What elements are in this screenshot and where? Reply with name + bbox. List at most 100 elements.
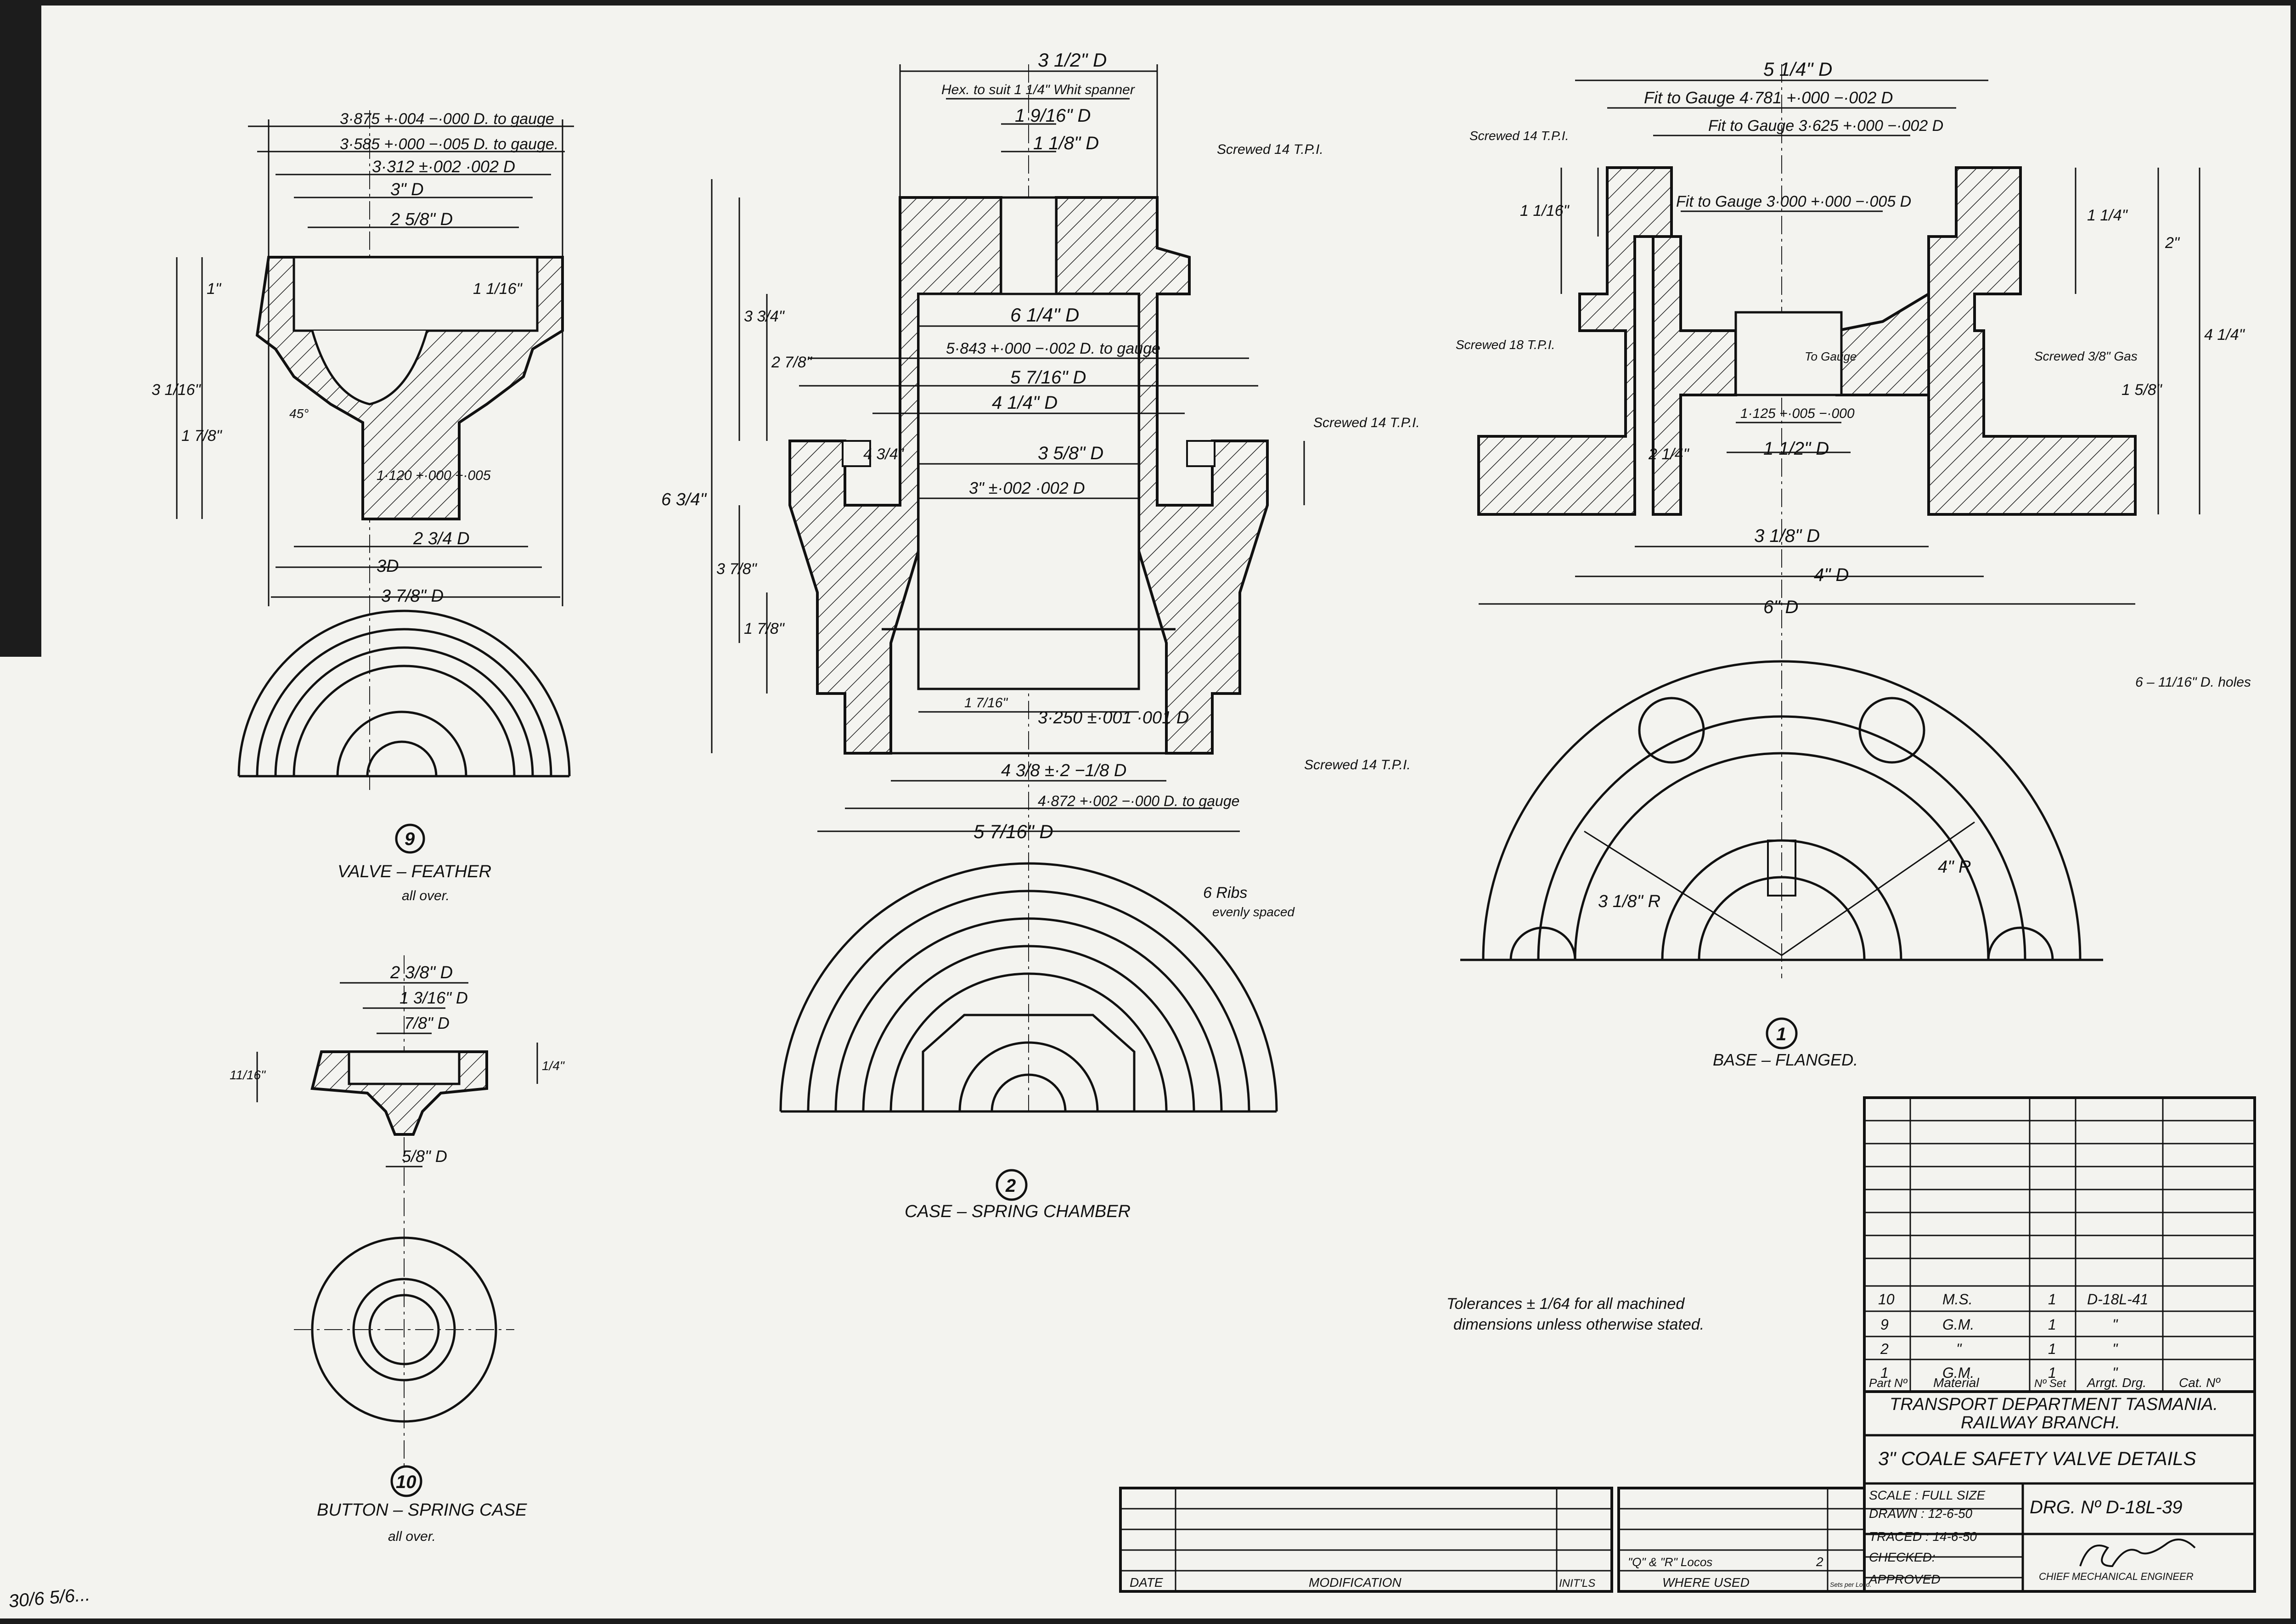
csc-dim-e: 5 7/16" D (1010, 367, 1086, 388)
bsc-number-circle (390, 1465, 422, 1497)
bf-dim-e: 1 1/2" D (1763, 439, 1829, 459)
parts-row-4-part: 1 (1880, 1365, 1889, 1381)
view-button-spring-case: 2 3/8" D 1 3/16" D 7/8" D 5/8" D 11/16" … (230, 955, 565, 1544)
csc-dim-h-e: 1 7/8" (744, 620, 785, 637)
bf-dim-c: Fit to Gauge 3·000 +·000 −·005 D (1676, 193, 1911, 210)
parts-header-set: Nº Set (2034, 1377, 2066, 1390)
vf-note: all over. (402, 888, 450, 903)
title-checked: CHECKED: (1869, 1550, 1936, 1564)
where-used-entry: "Q" & "R" Locos (1628, 1555, 1712, 1569)
parts-row-4-material: G.M. (1942, 1365, 1974, 1381)
bf-note-screwed-gas: Screwed 3/8" Gas (2034, 349, 2138, 363)
csc-dim-top: 3 1/2" D (1038, 49, 1107, 71)
csc-number-circle (996, 1169, 1028, 1201)
parts-row-1-material: M.S. (1942, 1291, 1973, 1308)
bf-dim-a: Fit to Gauge 4·781 +·000 −·002 D (1644, 88, 1893, 107)
vf-number-circle (395, 823, 425, 854)
vf-dim-d5: 2 5/8" D (390, 210, 453, 229)
signature-caption: CHIEF MECHANICAL ENGINEER (2039, 1571, 2194, 1582)
bf-dim-h-d: 1 5/8" (2122, 381, 2163, 399)
bf-dim-b: Fit to Gauge 3·625 +·000 −·002 D (1708, 117, 1943, 135)
csc-dim-h-f: 1 7/16" (964, 695, 1008, 710)
bf-dim-top: 5 1/4" D (1763, 58, 1832, 80)
csc-dim-h-c: 4 3/4" (863, 445, 905, 463)
parts-row-2-part: 9 (1880, 1316, 1889, 1333)
csc-dim-b: 1 1/8" D (1033, 133, 1099, 153)
csc-note-ribs-2: evenly spaced (1212, 905, 1295, 919)
parts-row-2-material: G.M. (1942, 1316, 1974, 1333)
bf-dim-d: 1·125 +·005 −·000 (1740, 406, 1855, 421)
vf-dim-d7: 3D (377, 557, 399, 576)
bsc-dim-h1: 11/16" (230, 1068, 266, 1082)
csc-dim-g: 3 5/8" D (1038, 443, 1103, 463)
rev-header-initials: INIT'LS (1559, 1577, 1595, 1590)
parts-row-1-arrgt: D-18L-41 (2087, 1291, 2148, 1308)
dark-border-left (0, 0, 41, 657)
tolerance-note-line1: Tolerances ± 1/64 for all machined (1446, 1295, 1685, 1313)
sets-entry: 2 (1816, 1555, 1823, 1569)
vf-dim-d1: 3·875 +·004 −·000 D. to gauge (340, 110, 554, 128)
bf-dim-h-c: 4 1/4" (2204, 326, 2245, 344)
parts-header-part: Part Nº (1869, 1376, 1908, 1390)
parts-row-4-arrgt: " (2112, 1365, 2118, 1381)
bf-number: 1 (1776, 1024, 1786, 1044)
vf-dim-d6: 2 3/4 D (413, 529, 470, 548)
bf-note-screwed-top: Screwed 14 T.P.I. (1469, 129, 1569, 143)
title-block: TRANSPORT DEPARTMENT TASMANIA. RAILWAY B… (1863, 1390, 2256, 1593)
csc-dim-h-a: 3 3/4" (744, 308, 785, 325)
bf-dim-g: 4" D (1814, 565, 1849, 585)
csc-title: CASE – SPRING CHAMBER (905, 1202, 1131, 1221)
csc-number: 2 (1005, 1176, 1016, 1196)
parts-row-4-set: 1 (2048, 1365, 2056, 1381)
valve-feather-plan-view (237, 609, 571, 778)
title-drawn: DRAWN : 12-6-50 (1869, 1506, 1973, 1521)
csc-dim-h-b: 2 7/8" (771, 354, 813, 371)
bf-dim-h-f: 2 1/4" (1648, 445, 1690, 463)
parts-header-material: Material (1933, 1376, 1979, 1390)
bf-dim-h-e: 1 1/16" (1520, 202, 1570, 220)
bf-note-holes: 6 – 11/16" D. holes (2135, 675, 2251, 690)
csc-note-hex: Hex. to suit 1 1/4" Whit spanner (941, 82, 1135, 97)
csc-dim-f: 4 1/4" D (992, 393, 1058, 413)
csc-note-screwed-side: Screwed 14 T.P.I. (1313, 415, 1420, 430)
bf-number-circle (1766, 1017, 1798, 1049)
vf-dim-h3: 3 1/16" (152, 381, 202, 399)
bf-note-screwed-mid: Screwed 18 T.P.I. (1456, 338, 1555, 352)
title-traced: TRACED : 14-6-50 (1869, 1529, 1977, 1544)
bsc-number: 10 (396, 1472, 416, 1492)
csc-dim-k: 4·872 +·002 −·000 D. to gauge (1038, 793, 1239, 809)
vf-dim-d2: 3·585 +·000 −·005 D. to gauge. (340, 135, 558, 153)
view-valve-feather: 3·875 +·004 −·000 D. to gauge 3·585 +·00… (152, 110, 574, 903)
bf-dim-h: 6" D (1763, 597, 1798, 617)
parts-row-1-part: 10 (1878, 1291, 1895, 1308)
title-scale: SCALE : FULL SIZE (1869, 1488, 1985, 1502)
bsc-note: all over. (388, 1529, 436, 1544)
csc-note-ribs-1: 6 Ribs (1203, 884, 1247, 902)
bf-dim-h-b: 2" (2165, 234, 2180, 252)
rev-header-modification: MODIFICATION (1309, 1575, 1401, 1590)
vf-dim-h1: 1" (207, 280, 222, 298)
revision-block: DATE MODIFICATION INIT'LS "Q" & "R" Loco… (1119, 1487, 1871, 1593)
bf-dim-r-b: 4" R (1938, 857, 1971, 877)
csc-dim-j: 4 3/8 ±·2 −1/8 D (1001, 761, 1126, 780)
tolerance-note-line2: dimensions unless otherwise stated. (1453, 1316, 1704, 1333)
vf-dim-angle: 45° (289, 406, 309, 421)
base-plan-view (1460, 660, 2103, 961)
where-used-header: WHERE USED (1662, 1575, 1750, 1590)
button-plan-view (294, 1236, 514, 1423)
bf-note-to-gauge: To Gauge (1805, 350, 1857, 363)
vf-number: 9 (405, 829, 415, 849)
bf-title: BASE – FLANGED. (1713, 1050, 1858, 1069)
bsc-dim-d2: 1 3/16" D (400, 988, 468, 1007)
parts-row-2-set: 1 (2048, 1316, 2056, 1333)
vf-dim-d3: 3·312 ±·002 ·002 D (372, 157, 515, 176)
view-case-spring-chamber: 3 1/2" D Hex. to suit 1 1/4" Whit spanne… (661, 49, 1420, 1221)
vf-dim-h4: 1 7/8" (181, 427, 223, 445)
csc-dim-h: 3" ±·002 ·002 D (969, 479, 1085, 497)
case-plan-view (779, 862, 1278, 1113)
parts-row-3-part: 2 (1880, 1341, 1889, 1357)
case-section-right (1055, 196, 1269, 755)
vf-dim-h2: 1 1/16" (473, 280, 523, 298)
bf-dim-r-a: 3 1/8" R (1598, 892, 1660, 911)
